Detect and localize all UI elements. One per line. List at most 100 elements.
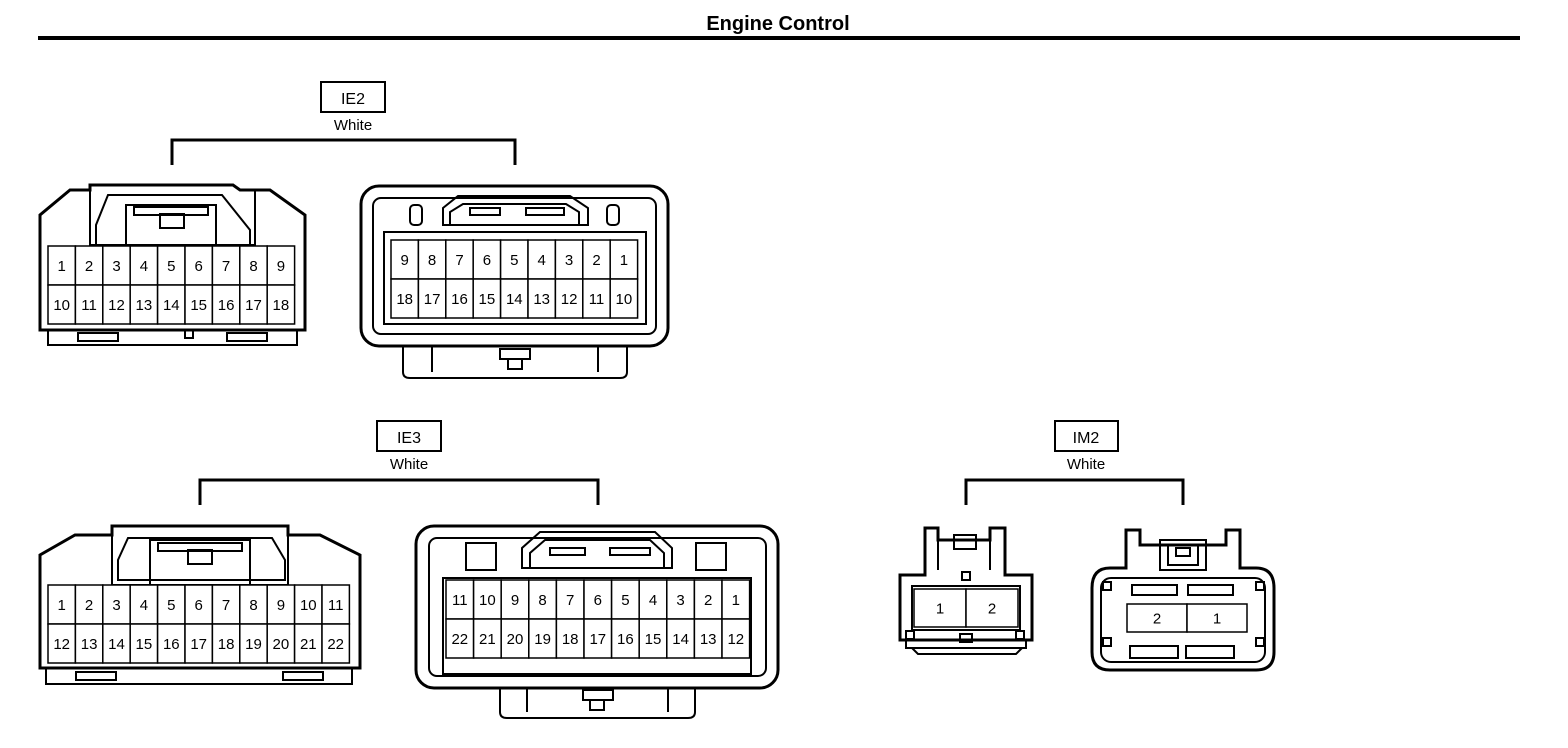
pin-number: 5 [167,597,175,614]
pin-cell [610,618,640,659]
pin-cell [610,579,640,620]
pin-number: 2 [592,252,600,269]
pin-cell [554,278,584,319]
pin-cell [609,278,639,319]
male-connector-ie2 [38,183,307,346]
pin-cell [472,278,502,319]
pin-cell [102,284,131,325]
female-connector-ie3 [414,524,780,719]
pin-number: 16 [163,636,180,653]
pin-cell [129,584,159,625]
male-connector-ie3 [38,524,362,685]
pin-number: 9 [277,597,285,614]
code-box-im2 [1054,420,1119,452]
pin-number: 12 [53,636,70,653]
connector-code-ie2: IE2 [341,91,365,108]
pin-number: 1 [58,597,66,614]
pin-number: 9 [401,252,409,269]
connector-color-im2: White [1067,456,1105,473]
pin-number: 12 [727,631,744,648]
pin-number: 15 [136,636,153,653]
pin-number: 11 [452,592,468,609]
pin-number: 7 [222,597,230,614]
pin-number: 1 [620,252,628,269]
pin-cell [638,579,668,620]
pin-cell [129,284,159,325]
pin-number: 6 [594,592,602,609]
pin-number: 14 [506,291,523,308]
pin-number: 3 [676,592,684,609]
pin-number: 16 [617,631,634,648]
connector-color-ie3: White [390,456,428,473]
pin-number: 21 [300,636,317,653]
pin-number: 18 [562,631,579,648]
pin-cell [499,278,529,319]
pin-cell [500,618,530,659]
female-connector-im2 [1090,528,1276,672]
pin-number: 3 [112,258,120,275]
pin-number: 14 [108,636,125,653]
pin-number: 5 [621,592,629,609]
pin-number: 17 [245,297,262,314]
pin-number: 10 [616,291,633,308]
pin-cell [1186,603,1248,633]
pin-number: 15 [190,297,207,314]
bracket-im2 [964,478,1185,505]
pin-number: 19 [245,636,262,653]
pin-cell [693,618,723,659]
pin-cell [239,584,268,625]
pin-number: 17 [424,291,441,308]
pin-cell [693,579,723,620]
pin-number: 8 [428,252,436,269]
connector-code-ie3: IE3 [397,430,421,447]
pin-number: 5 [510,252,518,269]
bracket-ie2 [170,138,517,165]
pin-number: 3 [112,597,120,614]
pin-number: 1 [936,600,944,617]
pin-cell [184,623,214,664]
pin-number: 2 [704,592,712,609]
pin-cell [184,245,214,286]
pin-number: 9 [511,592,519,609]
pin-cell [47,623,77,664]
pin-number: 10 [300,597,317,614]
pin-number: 16 [451,291,468,308]
pin-number: 1 [1213,610,1221,627]
pin-number: 18 [273,297,290,314]
pin-number: 11 [328,597,344,614]
pin-cell [239,245,268,286]
pin-number: 19 [534,631,551,648]
pin-number: 8 [249,597,257,614]
pin-cell [211,284,241,325]
pin-number: 6 [195,258,203,275]
pin-number: 6 [483,252,491,269]
pin-number: 17 [190,636,207,653]
pin-cell [555,618,585,659]
pin-number: 11 [589,291,605,308]
pin-number: 8 [538,592,546,609]
pin-cell [184,284,214,325]
pin-number: 11 [81,297,97,314]
pin-number: 6 [195,597,203,614]
bracket-ie3 [198,478,600,505]
pin-cell [472,618,502,659]
pin-cell [445,239,474,280]
pin-cell [721,618,751,659]
pin-number: 12 [561,291,578,308]
pin-cell [528,579,558,620]
pin-cell [129,623,159,664]
pin-cell [417,278,447,319]
pin-number: 2 [988,600,996,617]
pin-cell [129,245,159,286]
pin-number: 15 [645,631,662,648]
pin-number: 3 [565,252,573,269]
pin-cell [666,618,696,659]
pin-cell [417,239,447,280]
pin-cell [211,584,241,625]
pin-number: 4 [140,597,148,614]
pin-number: 2 [1153,610,1161,627]
